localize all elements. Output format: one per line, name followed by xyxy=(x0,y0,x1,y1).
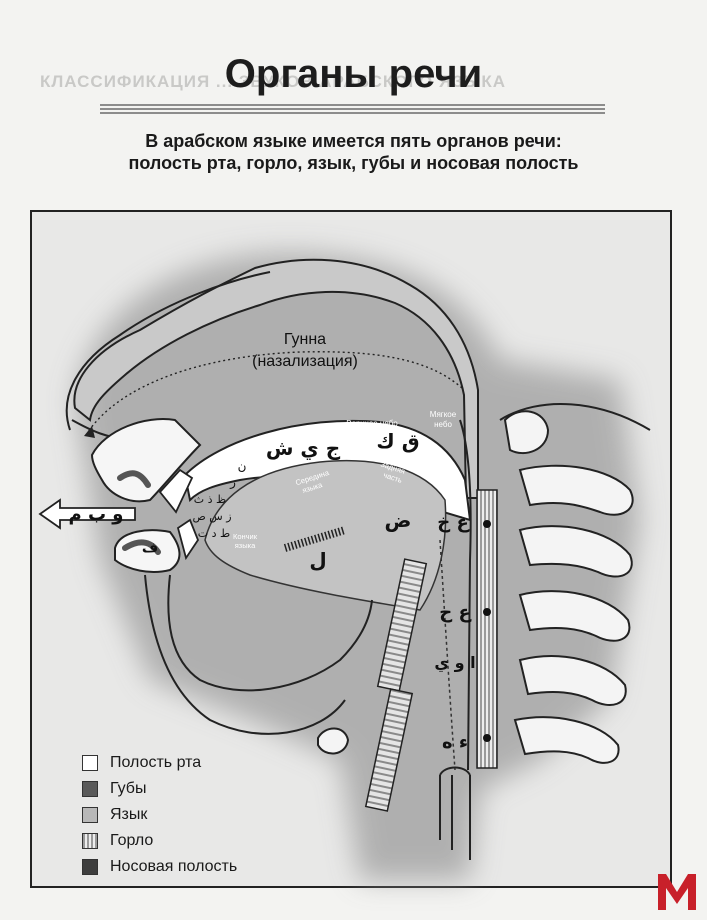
upper-throat-letters: غ خ xyxy=(437,512,469,533)
lips-arrow xyxy=(38,498,136,530)
hard-palate-label: Верхнее небо xyxy=(346,419,398,428)
legend-swatch xyxy=(82,833,98,849)
nasal-cavity xyxy=(73,258,479,499)
lower-jaw xyxy=(167,574,373,692)
long-vowel-letters: ا و ي xyxy=(434,653,475,673)
throat-point-lower xyxy=(483,734,491,742)
lower-throat-letters: ء ه xyxy=(442,732,468,753)
nasalization-label: (назализация) xyxy=(252,353,358,370)
back-tongue-letters: ق ك xyxy=(376,429,419,453)
chin xyxy=(144,574,346,735)
lip-letter-fa: ف xyxy=(142,540,158,556)
lips-letters: و ب م xyxy=(68,504,123,525)
letter-lam: ل xyxy=(309,548,326,572)
middle-throat-letters: ع ح xyxy=(439,602,471,623)
middle-tongue-letters: ج ي ش xyxy=(266,436,341,461)
legend-item-oral-cavity: Полость рта xyxy=(82,750,237,776)
hyoid-bone xyxy=(317,727,350,755)
subtitle-line-2: полость рта, горло, язык, губы и носовая… xyxy=(128,153,579,173)
legend-item-nasal-cavity: Носовая полость xyxy=(82,854,237,880)
legend-swatch xyxy=(82,807,98,823)
soft-palate-label-2: небо xyxy=(434,420,452,429)
tongue-tip-label-2: языка xyxy=(235,541,256,550)
letter-nun: ن xyxy=(238,459,247,473)
legend-label: Горло xyxy=(110,832,154,849)
throat-point-middle xyxy=(483,608,491,616)
page-title: Органы речи xyxy=(224,52,483,96)
gunna-label: Гунна xyxy=(284,331,326,348)
upper-tooth xyxy=(158,468,194,514)
legend-item-throat: Горло xyxy=(82,828,237,854)
teeth-letters-1: ظ ذ ث xyxy=(194,493,226,506)
soft-palate-label-1: Мягкое xyxy=(430,410,457,419)
legend-item-tongue: Язык xyxy=(82,802,237,828)
lower-tooth xyxy=(176,518,200,561)
spine xyxy=(503,410,634,764)
legend-swatch xyxy=(82,781,98,797)
page-subtitle: В арабском языке имеется пять органов ре… xyxy=(40,130,667,174)
legend-swatch xyxy=(82,859,98,875)
upper-skull xyxy=(65,271,271,431)
throat-point-upper xyxy=(483,520,491,528)
legend-label: Губы xyxy=(110,780,147,797)
throat-column xyxy=(476,489,498,769)
bleed-through-text: КЛАССИФИКАЦИЯ ... ЗВУКОВ АРАБСКОГО ЯЗЫКА xyxy=(40,72,507,91)
teeth-letters-2: ز س ص xyxy=(192,510,231,523)
legend: Полость рта Губы Язык Горло Носовая поло… xyxy=(82,750,237,880)
back-of-head xyxy=(499,403,651,431)
pharynx-wall xyxy=(459,419,472,771)
legend-item-lips: Губы xyxy=(82,776,237,802)
upper-lip-mark xyxy=(117,470,151,488)
lower-lip xyxy=(114,529,181,573)
gunna-arrowhead xyxy=(84,426,95,438)
title-divider xyxy=(100,104,605,114)
letter-ra: ر xyxy=(229,475,236,490)
subtitle-line-1: В арабском языке имеется пять органов ре… xyxy=(145,131,562,151)
publisher-logo xyxy=(658,874,696,910)
lower-lip-mark xyxy=(122,539,161,555)
legend-label: Носовая полость xyxy=(110,858,238,875)
legend-label: Язык xyxy=(110,806,148,823)
legend-swatch xyxy=(82,755,98,771)
esophagus-cap xyxy=(439,766,471,776)
teeth-letters-3: ط د ت xyxy=(198,527,230,540)
trachea-tube-1 xyxy=(376,558,428,692)
larynx-lower xyxy=(439,775,471,860)
trachea-tube-2 xyxy=(364,688,414,812)
letter-dad: ض xyxy=(385,508,412,532)
legend-label: Полость рта xyxy=(110,754,202,771)
tongue-tip-label-1: Кончик xyxy=(233,532,258,541)
